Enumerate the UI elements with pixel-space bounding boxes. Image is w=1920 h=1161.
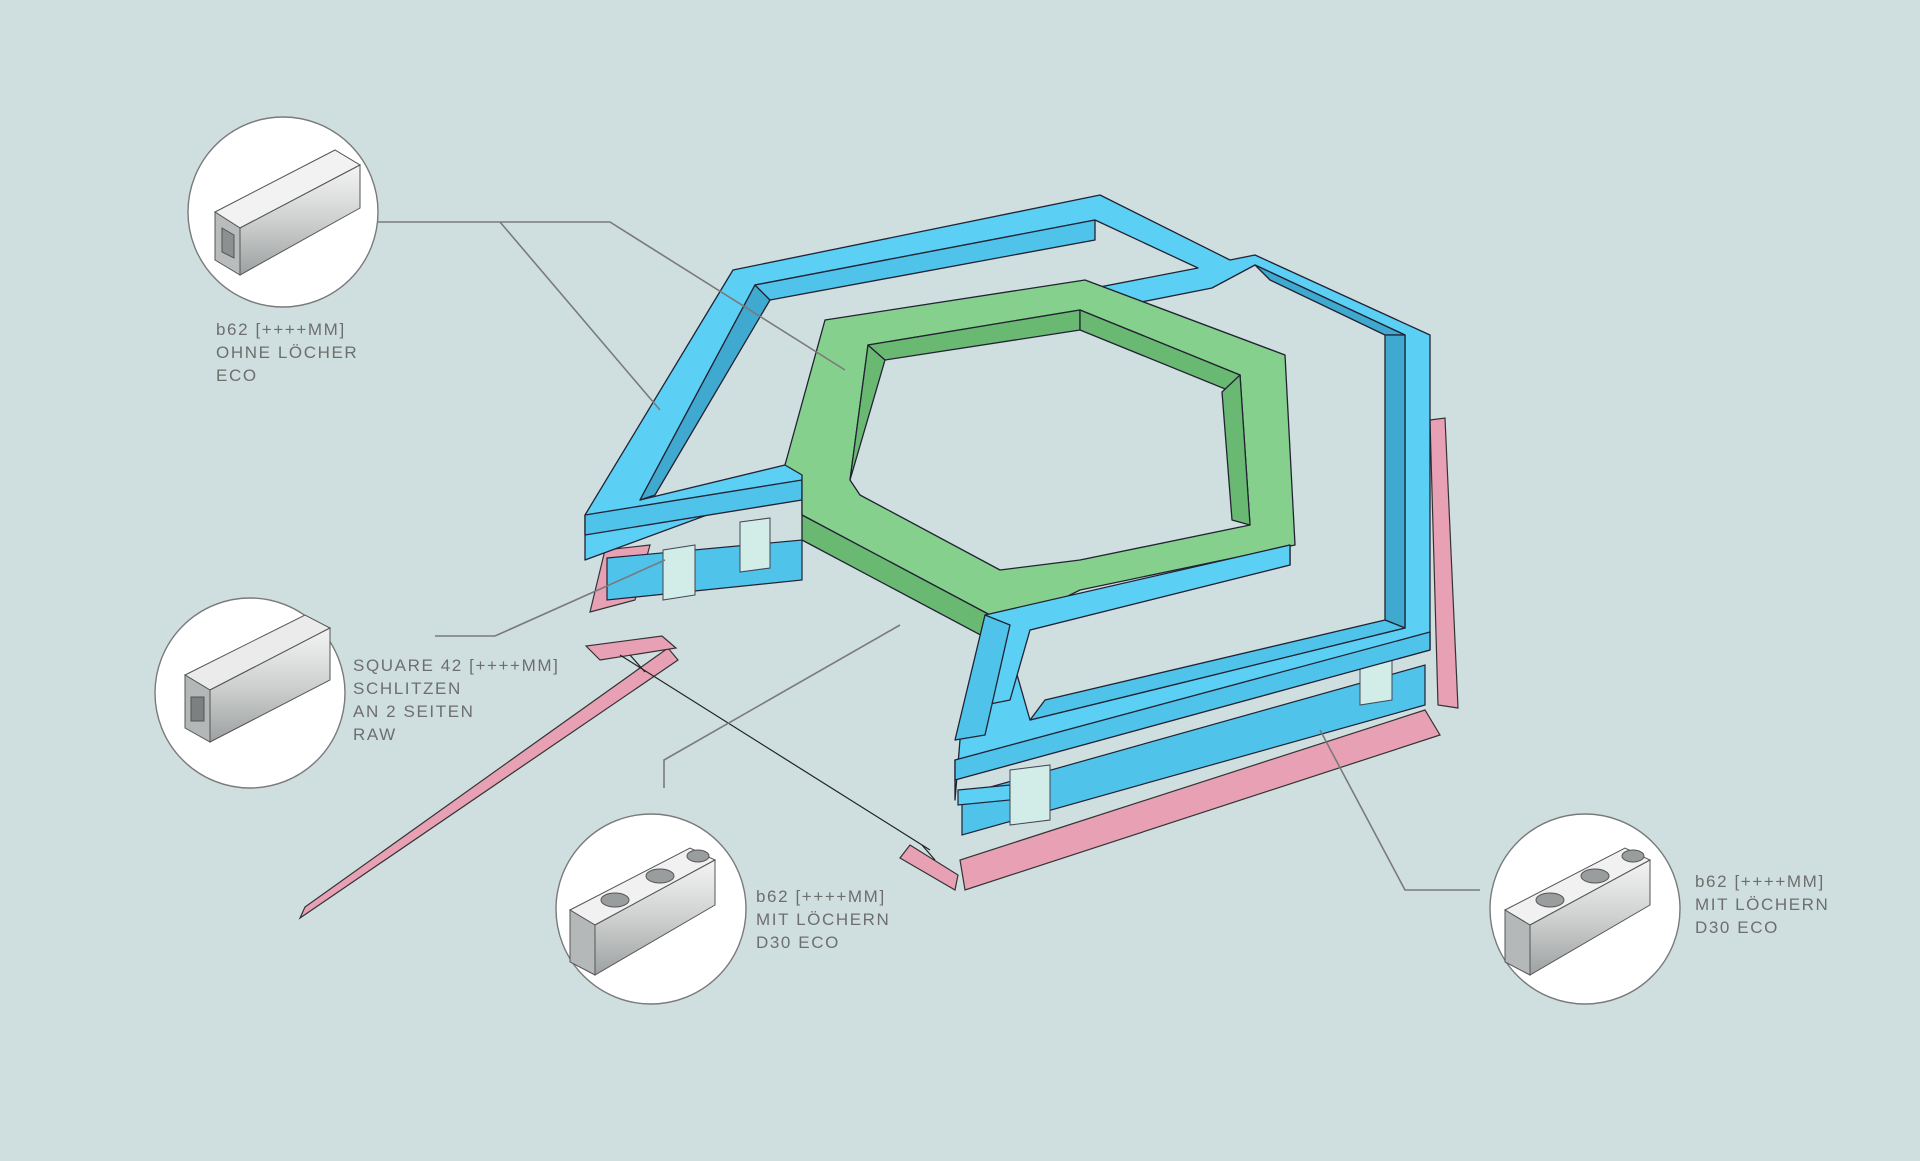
callout-text-line: MIT LÖCHERN: [1695, 895, 1830, 914]
callout-text-line: D30 ECO: [756, 933, 840, 952]
callout-text-line: RAW: [353, 725, 397, 744]
callout-label-top-left: b62 [++++MM] OHNE LÖCHER ECO: [216, 318, 358, 387]
profile-b62-slotted-icon: [214, 149, 362, 276]
callout-label-mid-left: SQUARE 42 [++++MM] SCHLITZEN AN 2 SEITEN…: [353, 654, 559, 746]
callout-text-line: OHNE LÖCHER: [216, 343, 359, 362]
outer-frame-front: [954, 544, 1291, 741]
profile-b62-holes-icon: [1503, 847, 1652, 976]
leader-lines: [376, 221, 1480, 891]
callout-text-line: b62 [++++MM]: [216, 320, 346, 339]
callout-text-line: b62 [++++MM]: [756, 887, 886, 906]
callout-text-line: AN 2 SEITEN: [353, 702, 475, 721]
callout-text-line: MIT LÖCHERN: [756, 910, 891, 929]
profile-square42-icon: [183, 614, 332, 743]
callout-label-bottom-right: b62 [++++MM] MIT LÖCHERN D30 ECO: [1695, 870, 1829, 939]
callout-text-line: D30 ECO: [1695, 918, 1779, 937]
floor-strips: [298, 417, 1459, 920]
profile-b62-holes-icon: [568, 847, 717, 976]
callout-text-line: b62 [++++MM]: [1695, 872, 1825, 891]
callout-text-line: SQUARE 42 [++++MM]: [353, 656, 560, 675]
callout-text-line: ECO: [216, 366, 258, 385]
callout-label-bottom-center: b62 [++++MM] MIT LÖCHERN D30 ECO: [756, 885, 890, 954]
dimension-line: [619, 654, 936, 861]
callout-text-line: SCHLITZEN: [353, 679, 462, 698]
